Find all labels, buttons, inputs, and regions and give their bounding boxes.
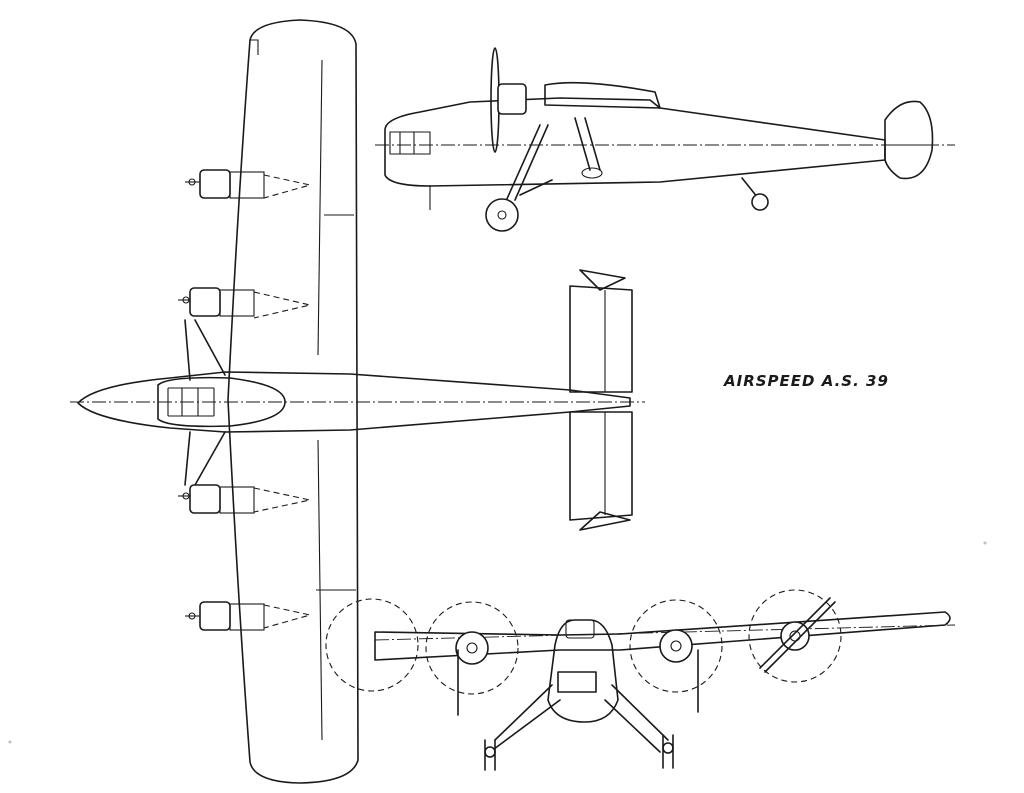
front-wing xyxy=(374,611,951,661)
side-view xyxy=(375,47,955,232)
front-fuselage xyxy=(547,619,619,723)
plan-engine-3 xyxy=(178,484,311,514)
plan-engine-2 xyxy=(178,287,311,319)
drawing-title: AIRSPEED A.S. 39 xyxy=(724,372,889,390)
plan-wing xyxy=(227,19,359,784)
plan-cockpit xyxy=(157,376,286,428)
front-engine-2 xyxy=(659,629,693,663)
side-main-wheel xyxy=(485,198,519,232)
side-fin xyxy=(884,100,934,180)
plan-engine-4 xyxy=(185,601,311,631)
plan-view xyxy=(70,19,645,784)
front-engine-3 xyxy=(780,621,810,651)
front-engine-1 xyxy=(455,631,489,665)
side-fuselage xyxy=(384,97,886,187)
plan-engine-1 xyxy=(185,169,311,199)
plan-tailplane xyxy=(569,285,633,521)
side-tail-wheel xyxy=(751,193,769,211)
front-view xyxy=(325,589,956,771)
